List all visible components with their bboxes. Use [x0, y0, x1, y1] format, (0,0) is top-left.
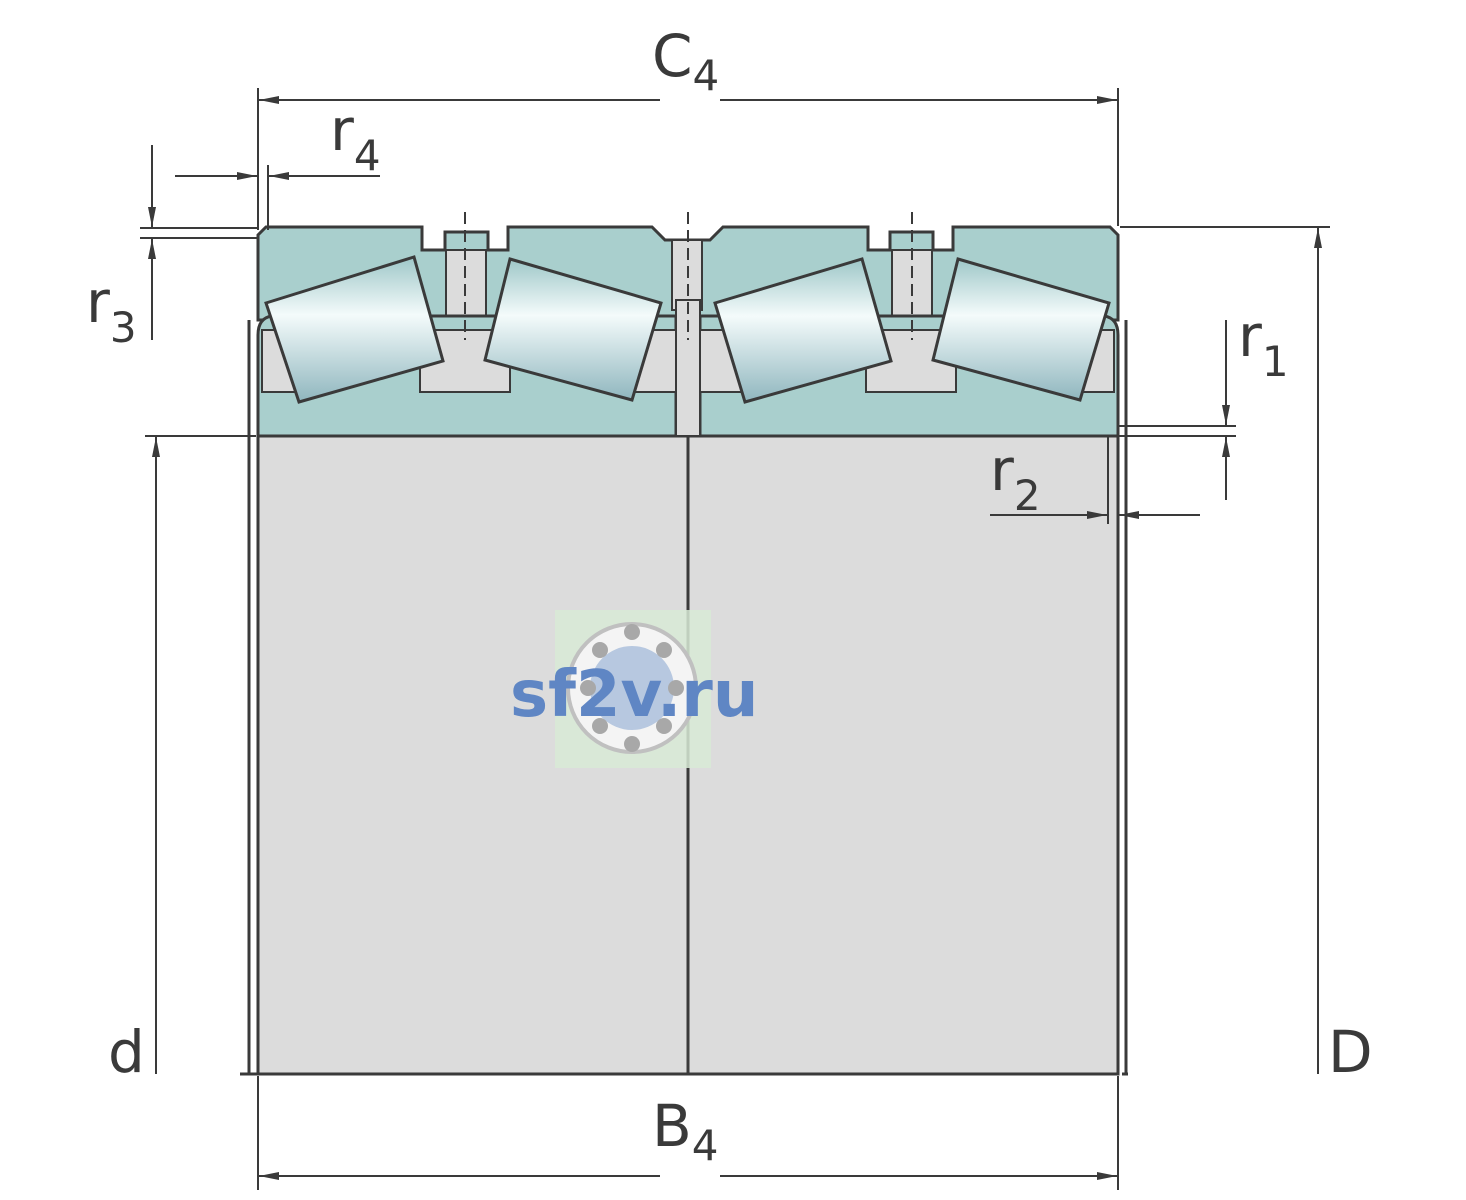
label-r3: r3 — [86, 268, 137, 352]
roller-3 — [713, 257, 893, 404]
watermark-text: sf2v.ru — [510, 658, 758, 732]
tapered-rollers — [264, 255, 1111, 404]
label-r1: r1 — [1238, 302, 1289, 386]
label-B4: B4 — [652, 1092, 719, 1170]
roller-2 — [483, 257, 663, 402]
dimension-lines — [140, 88, 1330, 1190]
label-r4: r4 — [330, 96, 381, 180]
label-C4: C4 — [652, 22, 719, 100]
lube-hole-centerlines — [464, 212, 913, 340]
roller-1 — [264, 255, 445, 404]
watermark-logo — [555, 610, 711, 768]
label-r2: r2 — [990, 436, 1041, 520]
label-d: d — [108, 1018, 145, 1086]
roller-4 — [931, 257, 1111, 402]
label-D: D — [1328, 1018, 1373, 1086]
